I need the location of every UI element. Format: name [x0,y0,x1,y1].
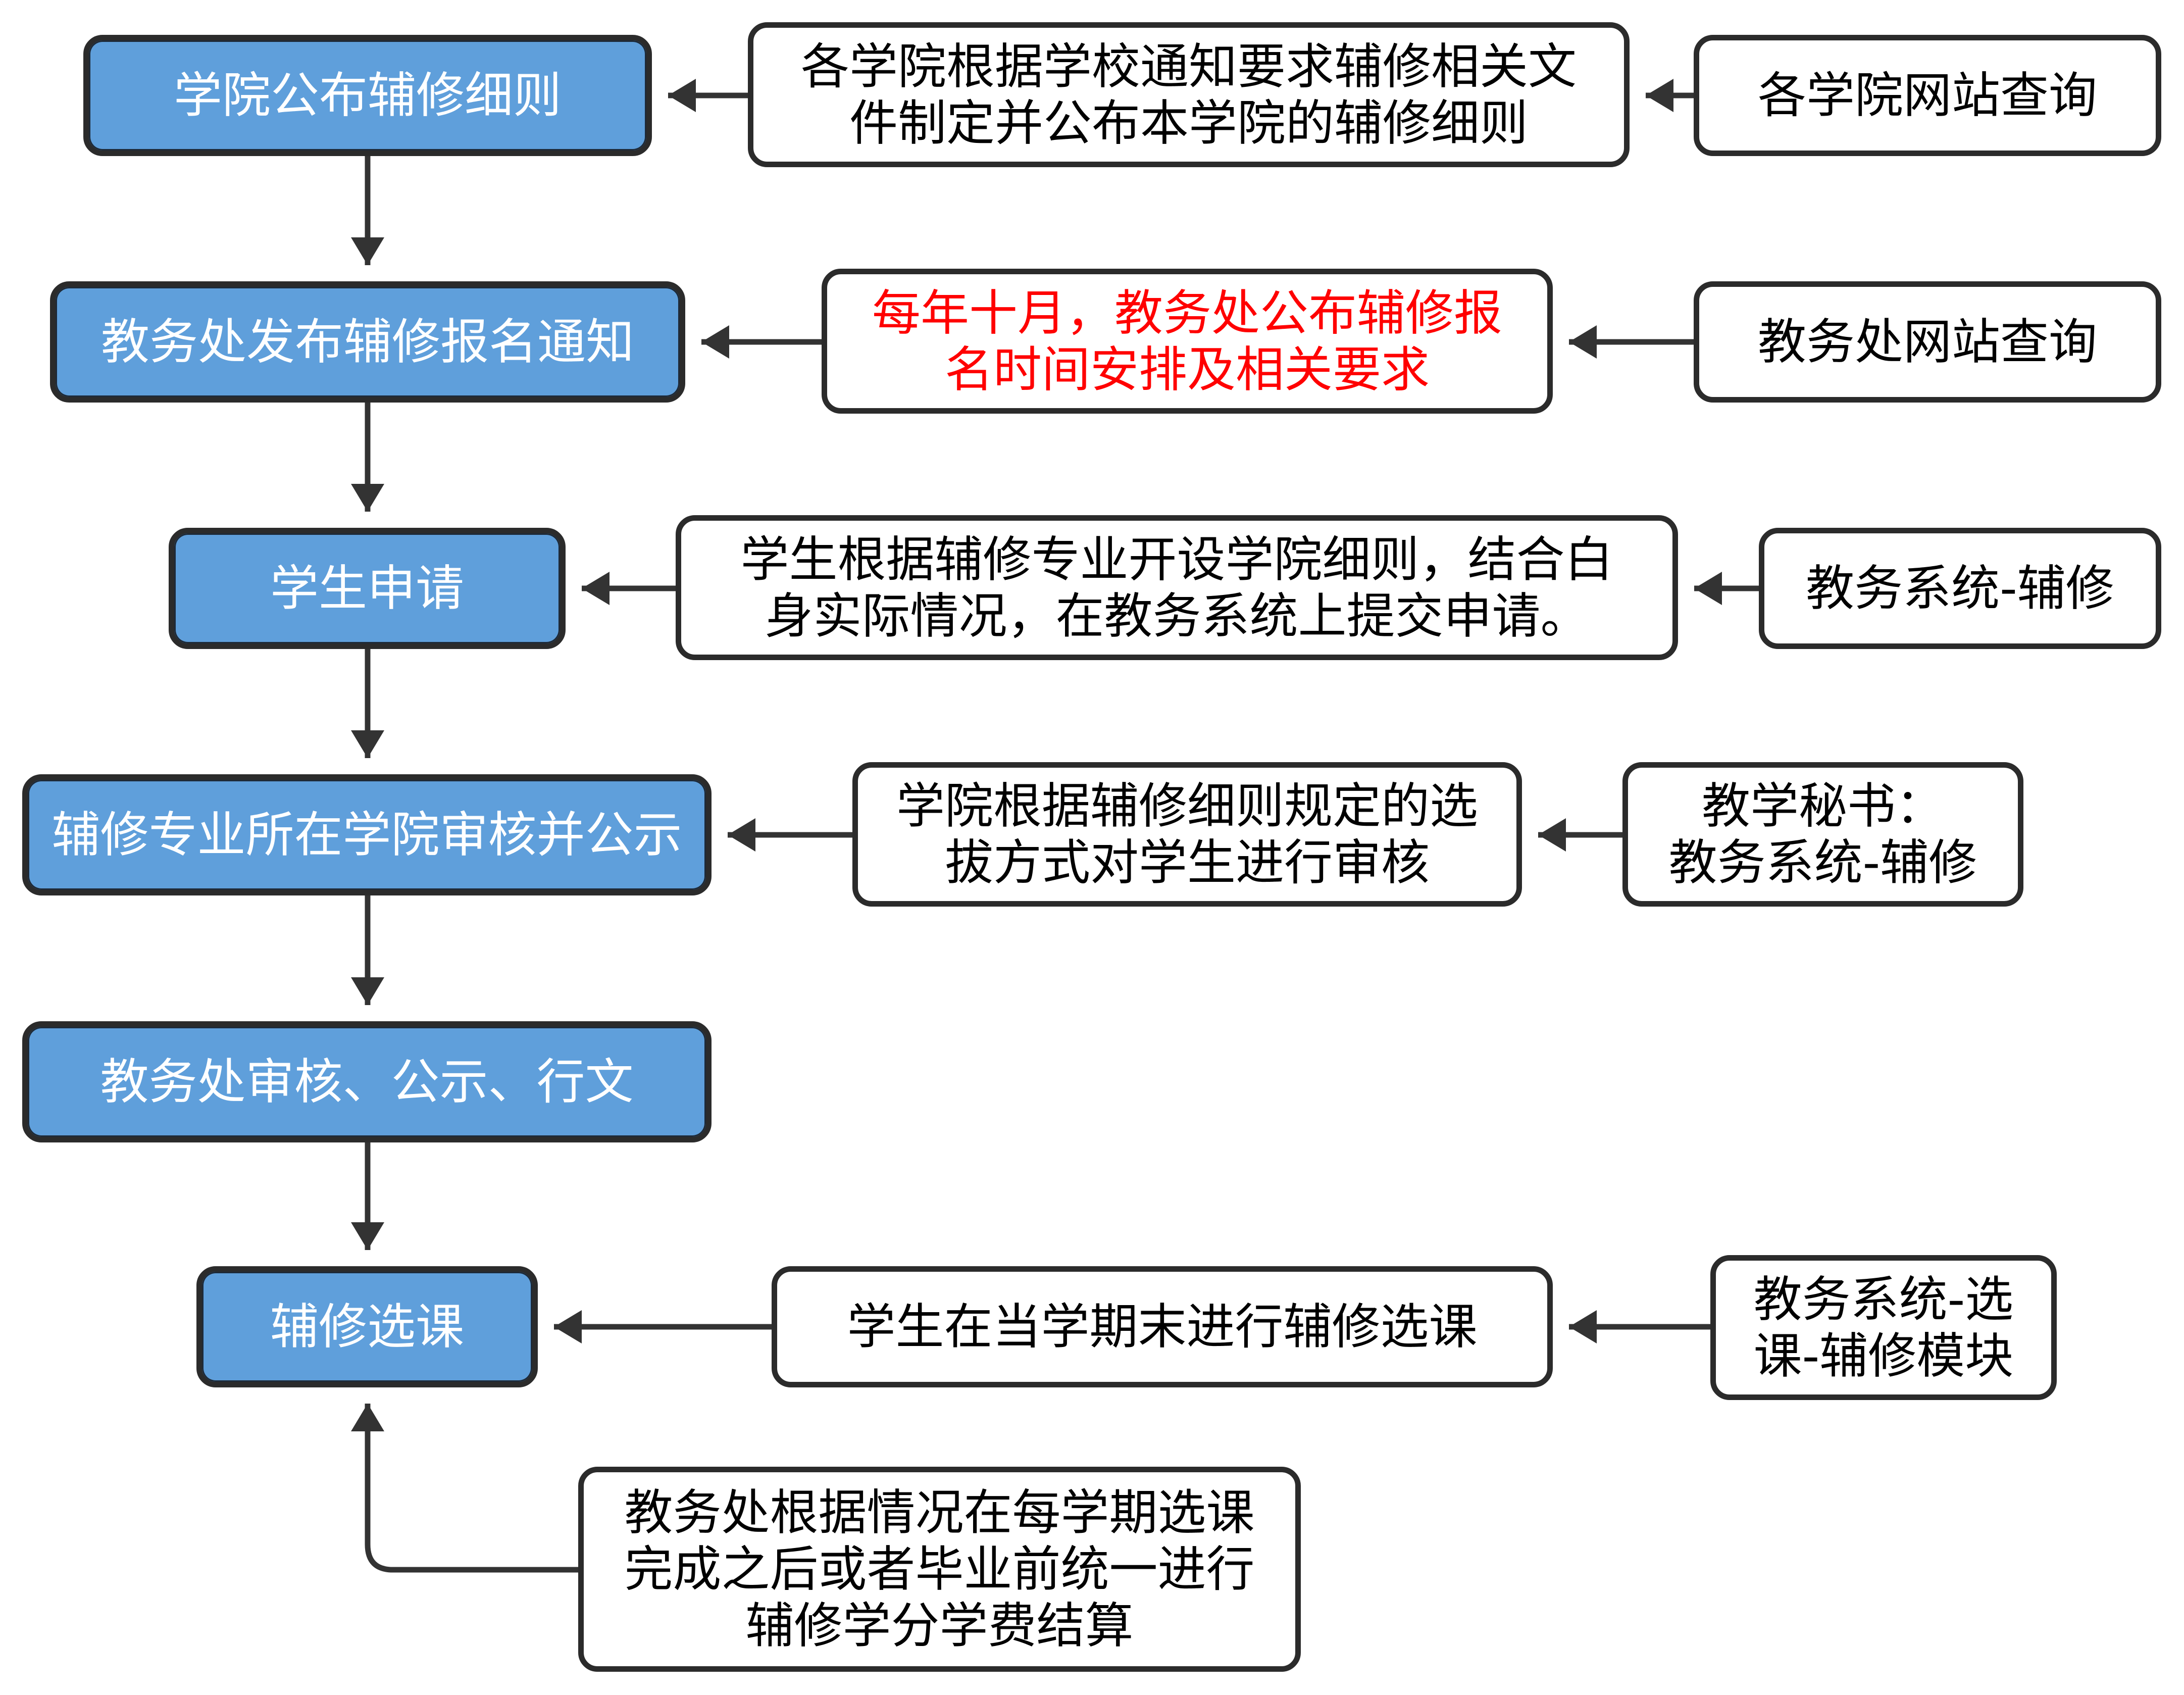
step-label: 教务处审核、公示、行文 [100,1054,634,1110]
source-line: 教学秘书： [1702,778,1944,834]
desc-line: 学生在当学期末进行辅修选课 [847,1299,1478,1355]
desc-line: 身实际情况，在教务系统上提交申请。 [765,587,1589,644]
source-line: 教务系统-辅修 [1668,834,1977,891]
source-line: 教务系统-辅修 [1806,560,2114,617]
step-label: 学生申请 [270,560,464,617]
step-label: 教务处发布辅修报名通知 [101,314,634,370]
source-line: 教务处网站查询 [1758,314,2097,370]
step-publish-rules: 学院公布辅修细则 [83,35,652,156]
desc-college-review: 学院根据辅修细则规定的选 拔方式对学生进行审核 [852,762,1522,907]
desc-line-highlight: 每年十月，教务处公布辅修报 [872,284,1502,341]
step-label: 辅修专业所在学院审核并公示 [52,807,682,863]
step-label: 辅修选课 [270,1299,464,1355]
source-academic-system: 教务系统-辅修 [1759,528,2161,649]
desc-course-selection: 学生在当学期末进行辅修选课 [772,1266,1553,1387]
desc-line: 学院根据辅修细则规定的选 [896,778,1478,834]
step-college-review: 辅修专业所在学院审核并公示 [22,774,712,895]
desc-line: 辅修学分学费结算 [745,1598,1134,1654]
step-student-application: 学生申请 [169,528,566,649]
step-course-selection: 辅修选课 [196,1266,538,1387]
desc-line: 完成之后或者毕业前统一进行 [624,1541,1255,1598]
source-line: 各学院网站查询 [1758,67,2097,124]
arrow-desc6-to-step6 [351,1404,578,1573]
desc-line: 拔方式对学生进行审核 [945,834,1430,891]
desc-line: 学生根据辅修专业开设学院细则，结合白 [740,531,1613,588]
source-course-module: 教务系统-选 课-辅修模块 [1710,1255,2057,1400]
source-line: 课-辅修模块 [1753,1327,2014,1384]
source-office-website: 教务处网站查询 [1694,281,2161,403]
desc-fee-settlement: 教务处根据情况在每学期选课 完成之后或者毕业前统一进行 辅修学分学费结算 [578,1467,1301,1672]
desc-line: 各学院根据学校通知要求辅修相关文 [801,38,1577,95]
step-label: 学院公布辅修细则 [174,67,562,124]
desc-line-highlight: 名时间安排及相关要求 [945,341,1430,398]
source-teaching-secretary: 教学秘书： 教务系统-辅修 [1622,762,2023,907]
desc-registration-notice: 每年十月，教务处公布辅修报 名时间安排及相关要求 [822,269,1553,414]
source-line: 教务系统-选 [1753,1271,2014,1328]
step-registration-notice: 教务处发布辅修报名通知 [50,281,685,403]
desc-line: 教务处根据情况在每学期选课 [624,1484,1255,1541]
desc-line: 件制定并公布本学院的辅修细则 [849,94,1528,152]
step-office-review: 教务处审核、公示、行文 [22,1021,712,1142]
desc-publish-rules: 各学院根据学校通知要求辅修相关文 件制定并公布本学院的辅修细则 [748,22,1630,167]
desc-student-application: 学生根据辅修专业开设学院细则，结合白 身实际情况，在教务系统上提交申请。 [676,515,1678,660]
source-college-website: 各学院网站查询 [1694,35,2161,156]
